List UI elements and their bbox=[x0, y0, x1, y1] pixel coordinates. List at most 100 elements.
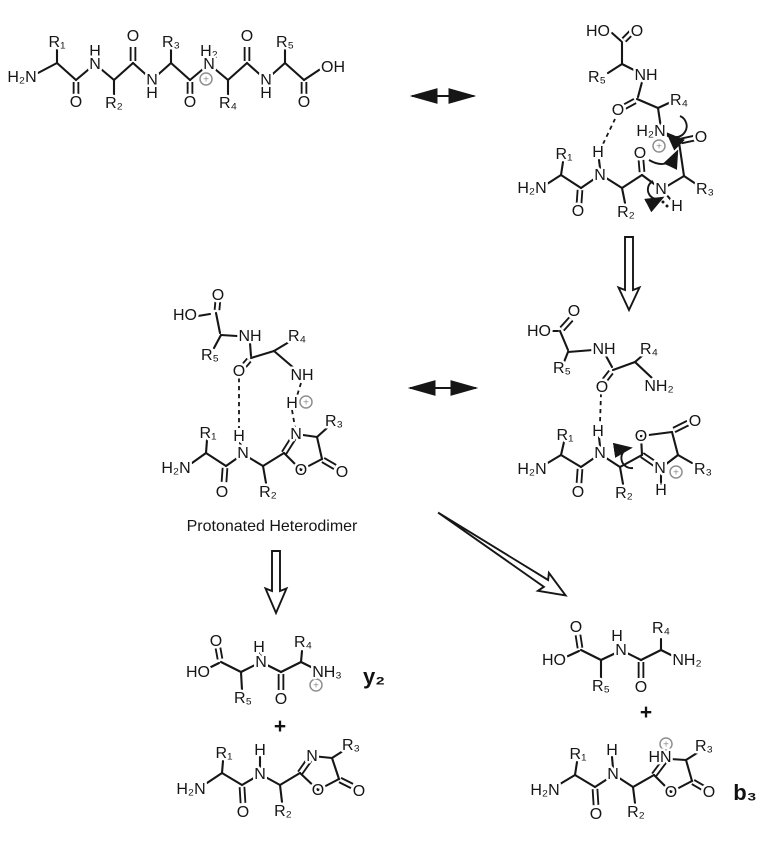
atom-label: O bbox=[210, 633, 222, 650]
atom-label: N bbox=[146, 72, 158, 89]
plus-charge-icon: + bbox=[652, 139, 666, 153]
atom-label: H bbox=[146, 85, 158, 102]
atom-label: R₃ bbox=[695, 738, 713, 755]
atom-label: O bbox=[596, 379, 608, 396]
atom-label: NH₂ bbox=[644, 378, 673, 395]
atom-label: O bbox=[336, 464, 348, 481]
atom-label: R₅ bbox=[276, 34, 294, 51]
atom-label: O bbox=[241, 28, 253, 45]
atom-label: R₄ bbox=[219, 95, 237, 112]
atom-label: HO bbox=[173, 307, 197, 324]
atom-label: O bbox=[570, 619, 582, 636]
charge-plus-sign: + bbox=[673, 467, 679, 478]
atom-label: H bbox=[671, 198, 683, 215]
atom-label: R₂ bbox=[617, 204, 635, 221]
reaction-arrow-down-right bbox=[616, 236, 642, 313]
bonds bbox=[558, 637, 699, 805]
charge-plus-sign: + bbox=[313, 680, 319, 691]
charge-plus-sign: + bbox=[203, 74, 209, 85]
atom-label: O bbox=[295, 462, 307, 479]
atom-label: H bbox=[606, 742, 618, 759]
atom-label: H₂N bbox=[176, 781, 205, 798]
atom-label: O bbox=[233, 363, 245, 380]
charge-plus-sign: + bbox=[663, 739, 669, 750]
hydrogen-bond bbox=[599, 392, 602, 424]
atom-label: R₂ bbox=[627, 804, 645, 821]
atom-label: N bbox=[237, 445, 249, 462]
atom-label: NH bbox=[290, 367, 313, 384]
atom-label: O bbox=[216, 484, 228, 501]
bonds bbox=[190, 311, 329, 485]
atom-label: R₂ bbox=[274, 803, 292, 820]
atom-label: O bbox=[572, 484, 584, 501]
structure-b3-products: + O HO R₅ H N O R₄ NH₂ + R₁ H H₂N O N R₂… bbox=[528, 617, 757, 826]
atom-label: R₄ bbox=[288, 328, 306, 345]
atom-label: N bbox=[607, 766, 619, 783]
atom-label: O bbox=[631, 23, 643, 40]
atom-label: NH₂ bbox=[672, 652, 701, 669]
atom-label: O bbox=[212, 287, 224, 304]
atom-label: H₂N bbox=[517, 461, 546, 478]
atom-label: O bbox=[237, 804, 249, 821]
atom-label: O bbox=[612, 102, 624, 119]
atom-label: R₂ bbox=[105, 95, 123, 112]
plus-charge-icon: + bbox=[299, 395, 313, 409]
hydrogen-bond bbox=[602, 118, 616, 145]
atom-label: O bbox=[634, 145, 646, 162]
electron-arrow-amide-lone-pair bbox=[644, 180, 665, 213]
atom-label: HO bbox=[527, 323, 551, 340]
atom-label: R₅ bbox=[234, 690, 252, 707]
atom-label: NH bbox=[238, 328, 261, 345]
atom-label: N bbox=[655, 181, 667, 198]
atom-label: N bbox=[89, 56, 101, 73]
double-bonds bbox=[213, 298, 337, 483]
atom-label: H bbox=[253, 639, 265, 656]
atom-label: O bbox=[590, 806, 602, 823]
atom-label: N bbox=[260, 72, 272, 89]
atom-label: H bbox=[233, 428, 245, 445]
atom-label: O bbox=[298, 94, 310, 111]
bonds bbox=[36, 46, 324, 97]
atom-label: R₅ bbox=[592, 678, 610, 695]
atom-label: N bbox=[615, 642, 627, 659]
atom-label: H bbox=[89, 43, 101, 60]
atom-label: NH₃ bbox=[312, 664, 342, 681]
plus-charge-icon: + bbox=[669, 465, 683, 479]
atom-label: NH bbox=[634, 67, 657, 84]
atom-label: H bbox=[260, 85, 272, 102]
atom-label: N bbox=[594, 167, 606, 184]
plus-charge-icon: + bbox=[659, 737, 673, 751]
charge-plus-sign: + bbox=[303, 397, 309, 408]
structure-linear-protonated-pentapeptide: + H₂N R₁ H N O R₂ O N H R₃ O H₂ N R₄ O N… bbox=[5, 26, 348, 115]
atom-label: R₄ bbox=[670, 92, 688, 109]
atom-label: N bbox=[594, 445, 606, 462]
atom-label: H bbox=[655, 482, 667, 499]
atom-label: HN bbox=[648, 749, 671, 766]
atom-label: R₁ bbox=[557, 427, 574, 444]
atom-label: N bbox=[255, 654, 267, 671]
atom-label: N bbox=[290, 426, 302, 443]
atom-label: H₂N bbox=[530, 782, 559, 799]
atom-label: R₄ bbox=[294, 634, 312, 651]
atom-label: H bbox=[254, 742, 266, 759]
atom-label: OH bbox=[321, 59, 345, 76]
atom-label: R₃ bbox=[694, 461, 712, 478]
bonds bbox=[544, 329, 694, 486]
heterodimer-caption: Protonated Heterodimer bbox=[187, 518, 358, 535]
atom-label: H₂N bbox=[7, 69, 36, 86]
atom-label: O bbox=[695, 129, 707, 146]
plus-sign: + bbox=[274, 715, 286, 738]
atom-label: H bbox=[286, 395, 298, 412]
fragment-label-y2: y₂ bbox=[363, 664, 385, 689]
atom-label: O bbox=[689, 413, 701, 430]
atom-label: H₂ bbox=[200, 43, 218, 60]
atom-label: O bbox=[568, 303, 580, 320]
atom-label: H₂N bbox=[517, 180, 546, 197]
atom-label: O bbox=[635, 679, 647, 696]
plus-charge-icon: + bbox=[199, 72, 213, 86]
atom-label: H bbox=[592, 144, 604, 161]
atom-label: O bbox=[184, 94, 196, 111]
atom-label: H₂N bbox=[161, 460, 190, 477]
atom-label: R₂ bbox=[259, 484, 277, 501]
atom-label: N bbox=[306, 748, 318, 765]
